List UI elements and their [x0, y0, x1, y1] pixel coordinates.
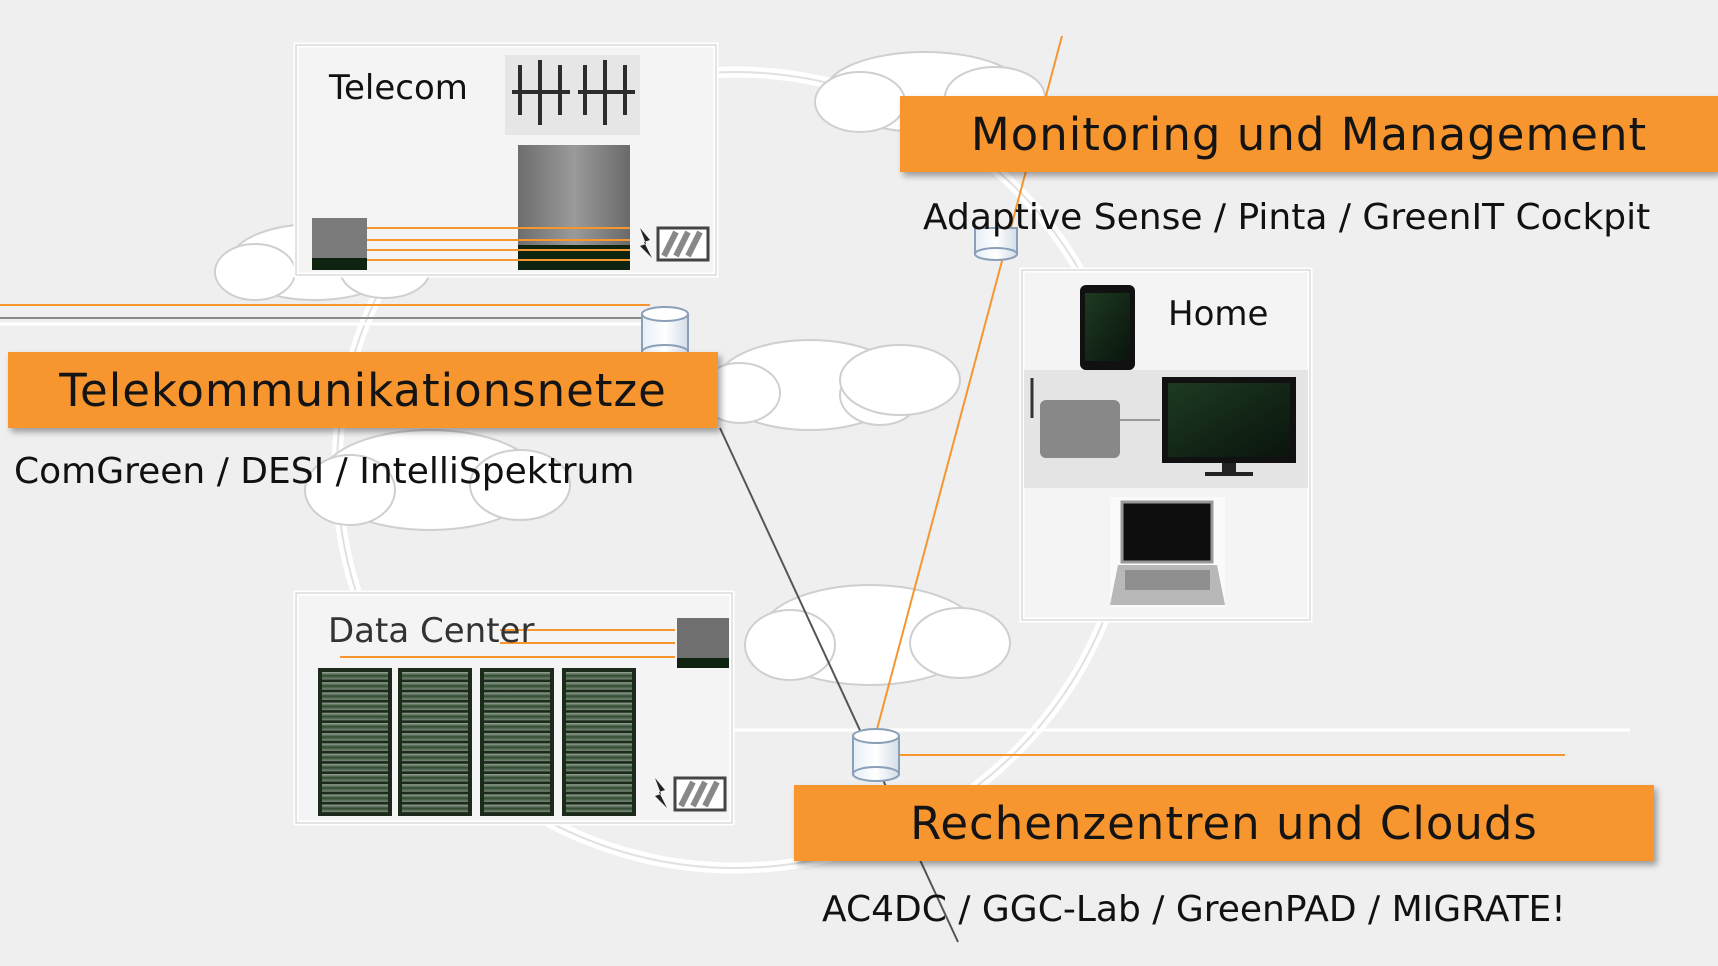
- power-bolt-icon: [655, 778, 667, 808]
- telecom-panel: [293, 42, 719, 278]
- datacenters-banner: Rechenzentren und Clouds: [794, 785, 1654, 861]
- cabinet-links: [367, 227, 630, 261]
- server-rack-icon: [562, 668, 636, 816]
- server-rack-icon: [480, 668, 554, 816]
- home-panel: [1019, 267, 1313, 623]
- monitoring-banner: Monitoring und Management: [900, 96, 1718, 172]
- server-rack-icon: [318, 668, 392, 816]
- datacenters-projects: AC4DC / GGC-Lab / GreenPAD / MIGRATE!: [822, 889, 1566, 930]
- cloud: [744, 584, 1011, 686]
- laptop-icon: [1110, 497, 1225, 607]
- monitoring-projects: Adaptive Sense / Pinta / GreenIT Cockpit: [923, 197, 1651, 238]
- power-bolt-icon: [640, 228, 652, 258]
- server-racks: [318, 668, 636, 816]
- battery-icon: [656, 226, 710, 262]
- storage-node-datacenter: [852, 728, 900, 782]
- cloud: [839, 344, 961, 416]
- server-rack-icon: [398, 668, 472, 816]
- telecom-networks-banner: Telekommunikationsnetze: [8, 352, 718, 428]
- telecom-networks-projects: ComGreen / DESI / IntelliSpektrum: [14, 451, 635, 492]
- telecom-networks-title: Telekommunikationsnetze: [59, 363, 667, 417]
- antenna-icon: [512, 60, 635, 125]
- monitoring-title: Monitoring und Management: [970, 107, 1648, 161]
- network-lines: [0, 304, 1630, 756]
- dc-links: [340, 629, 675, 658]
- antenna-mast-image: [505, 55, 640, 135]
- telecom-panel-label: Telecom: [329, 68, 468, 108]
- router-icon: [1030, 378, 1120, 458]
- television-icon: [1162, 377, 1296, 476]
- smartphone-icon: [1080, 285, 1135, 370]
- home-panel-label: Home: [1168, 294, 1269, 334]
- datacenters-title: Rechenzentren und Clouds: [910, 796, 1538, 850]
- datacenter-panel: [293, 590, 735, 826]
- datacenter-panel-label: Data Center: [328, 611, 535, 651]
- cloud: [304, 429, 571, 531]
- storage-node-monitoring: [974, 227, 1018, 261]
- battery-icon: [673, 776, 727, 812]
